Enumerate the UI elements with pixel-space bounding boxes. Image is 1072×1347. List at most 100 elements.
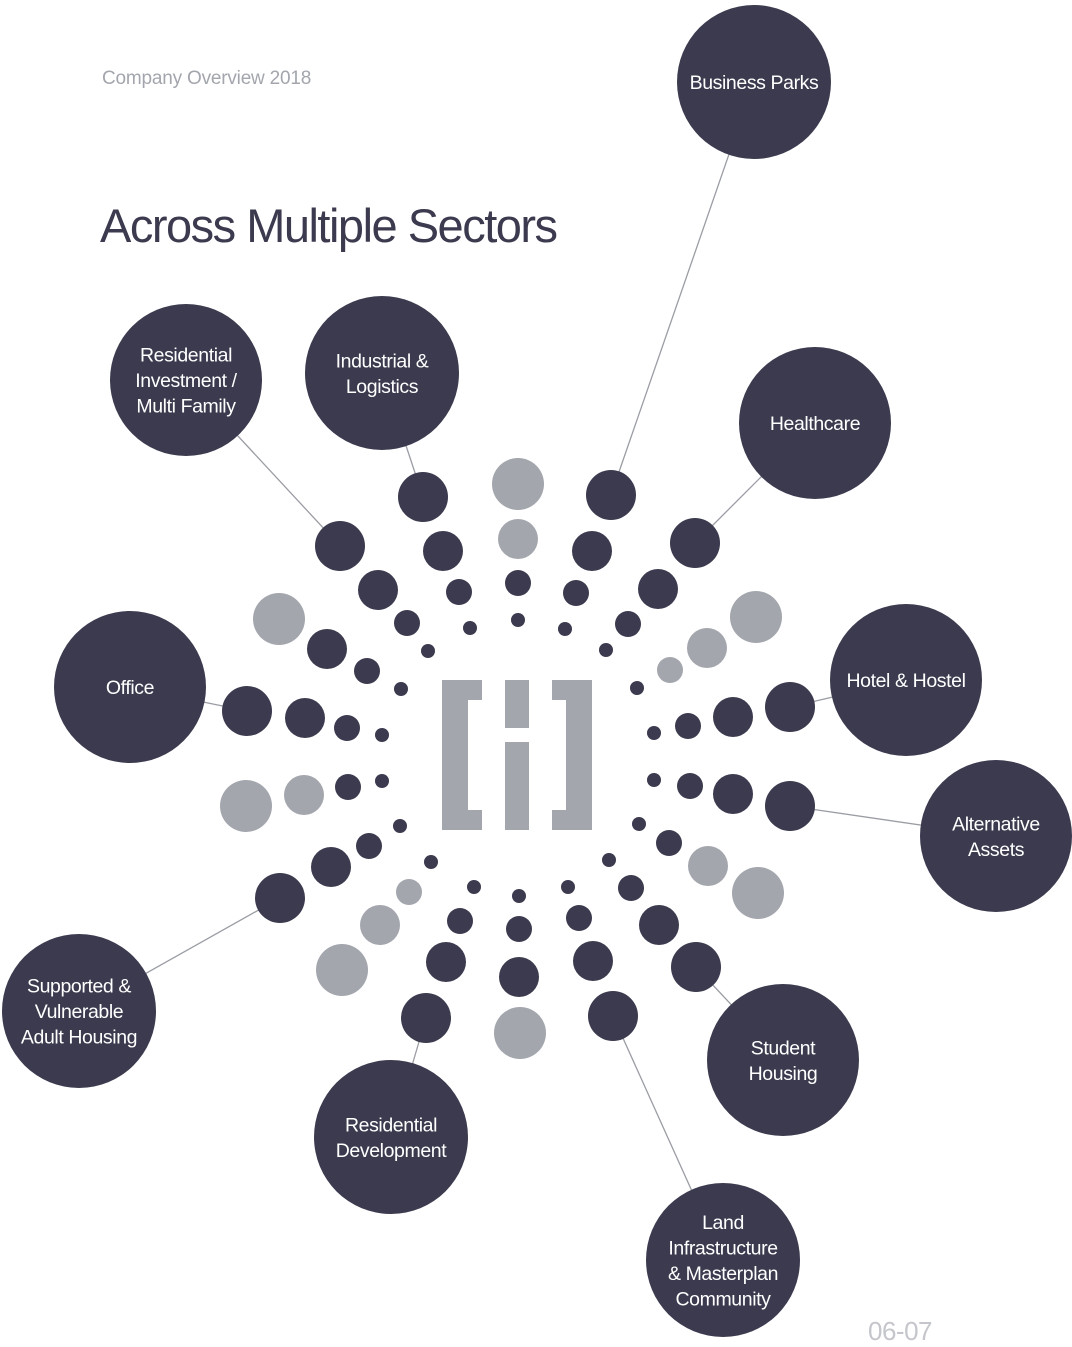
sector-label: Student (751, 1037, 816, 1059)
radial-dot (765, 682, 815, 732)
radial-dot (401, 993, 451, 1043)
radial-dot (222, 686, 272, 736)
radial-dot (394, 610, 420, 636)
sector-bubble-industrial-logistics: Industrial & Logistics (305, 296, 459, 450)
radial-dot (599, 643, 613, 657)
radial-dot (558, 622, 572, 636)
radial-dot (677, 773, 703, 799)
sector-circle (739, 347, 891, 499)
radial-dot (284, 775, 324, 815)
sector-label: Alternative (952, 813, 1040, 835)
sector-label: Assets (968, 839, 1025, 861)
radial-dot (647, 726, 661, 740)
radial-dot (588, 991, 638, 1041)
sector-label: Adult Housing (21, 1027, 137, 1049)
radial-dot (255, 873, 305, 923)
radial-dot (615, 611, 641, 637)
radial-dot (315, 521, 365, 571)
sector-circle (2, 934, 156, 1088)
sector-circle (707, 984, 859, 1136)
radial-dot (602, 853, 616, 867)
sector-label: Vulnerable (35, 1001, 124, 1023)
sector-circle (305, 296, 459, 450)
sector-label: Investment / (135, 370, 237, 392)
sector-label: Residential (140, 345, 232, 367)
sector-label: Business Parks (690, 72, 819, 94)
radial-dot (670, 518, 720, 568)
radial-dot (671, 942, 721, 992)
radial-dot (307, 629, 347, 669)
sector-label: Hotel & Hostel (846, 670, 965, 692)
radial-dot (354, 658, 380, 684)
radial-dot (356, 833, 382, 859)
radial-dot (285, 698, 325, 738)
radial-dot (311, 847, 351, 887)
radial-dot (656, 830, 682, 856)
sector-label: Logistics (346, 376, 419, 398)
radial-dot (561, 880, 575, 894)
sector-label: Residential (345, 1114, 437, 1136)
radial-dot (573, 941, 613, 981)
radial-dot (511, 613, 525, 627)
radial-dots (220, 458, 815, 1059)
sector-label: Housing (749, 1063, 818, 1085)
radial-dot (765, 781, 815, 831)
sector-circle (677, 5, 831, 159)
radial-dot (424, 855, 438, 869)
radial-dot (398, 472, 448, 522)
radial-dot (393, 819, 407, 833)
sector-bubble-healthcare: Healthcare (739, 347, 891, 499)
radial-dot (687, 628, 727, 668)
sector-label: Industrial & (336, 350, 429, 372)
sector-label: Land (702, 1212, 744, 1234)
radial-dot (220, 780, 272, 832)
sector-label: Community (675, 1288, 771, 1310)
sector-circle (110, 304, 262, 456)
sector-bubble-hotel-hostel: Hotel & Hostel (830, 604, 982, 756)
sector-label: Development (336, 1140, 447, 1162)
radial-dot (394, 682, 408, 696)
radial-dot (506, 916, 532, 942)
radial-dot (492, 458, 544, 510)
sector-circle (830, 604, 982, 756)
radial-dot (253, 593, 305, 645)
radial-dot (426, 942, 466, 982)
radial-dot (358, 570, 398, 610)
radial-dot (505, 570, 531, 596)
sector-label: Healthcare (770, 413, 860, 435)
company-bracket-h-logo-icon (442, 680, 592, 830)
radial-dot (375, 728, 389, 742)
radial-dot (334, 715, 360, 741)
sector-bubble-office: Office (54, 611, 206, 763)
radial-dot (563, 580, 589, 606)
sector-label: Infrastructure (668, 1237, 777, 1259)
radial-dot (335, 774, 361, 800)
sector-label: Supported & (27, 976, 131, 998)
radial-dot (467, 880, 481, 894)
radial-dot (316, 944, 368, 996)
radial-dot (730, 591, 782, 643)
radial-dot (396, 879, 422, 905)
radial-dot (423, 531, 463, 571)
sector-label: & Masterplan (668, 1263, 778, 1285)
radial-dot (713, 697, 753, 737)
document-header: Company Overview 2018 (102, 68, 312, 89)
sector-circle (54, 611, 206, 763)
radial-dot (647, 773, 661, 787)
radial-dot (499, 957, 539, 997)
radial-dot (512, 889, 526, 903)
radial-dot (375, 774, 389, 788)
radial-dot (639, 905, 679, 945)
sector-label: Multi Family (136, 396, 236, 418)
radial-dot (632, 817, 646, 831)
radial-dot (586, 470, 636, 520)
radial-dot (688, 846, 728, 886)
radial-dot (675, 713, 701, 739)
radial-dot (657, 657, 683, 683)
